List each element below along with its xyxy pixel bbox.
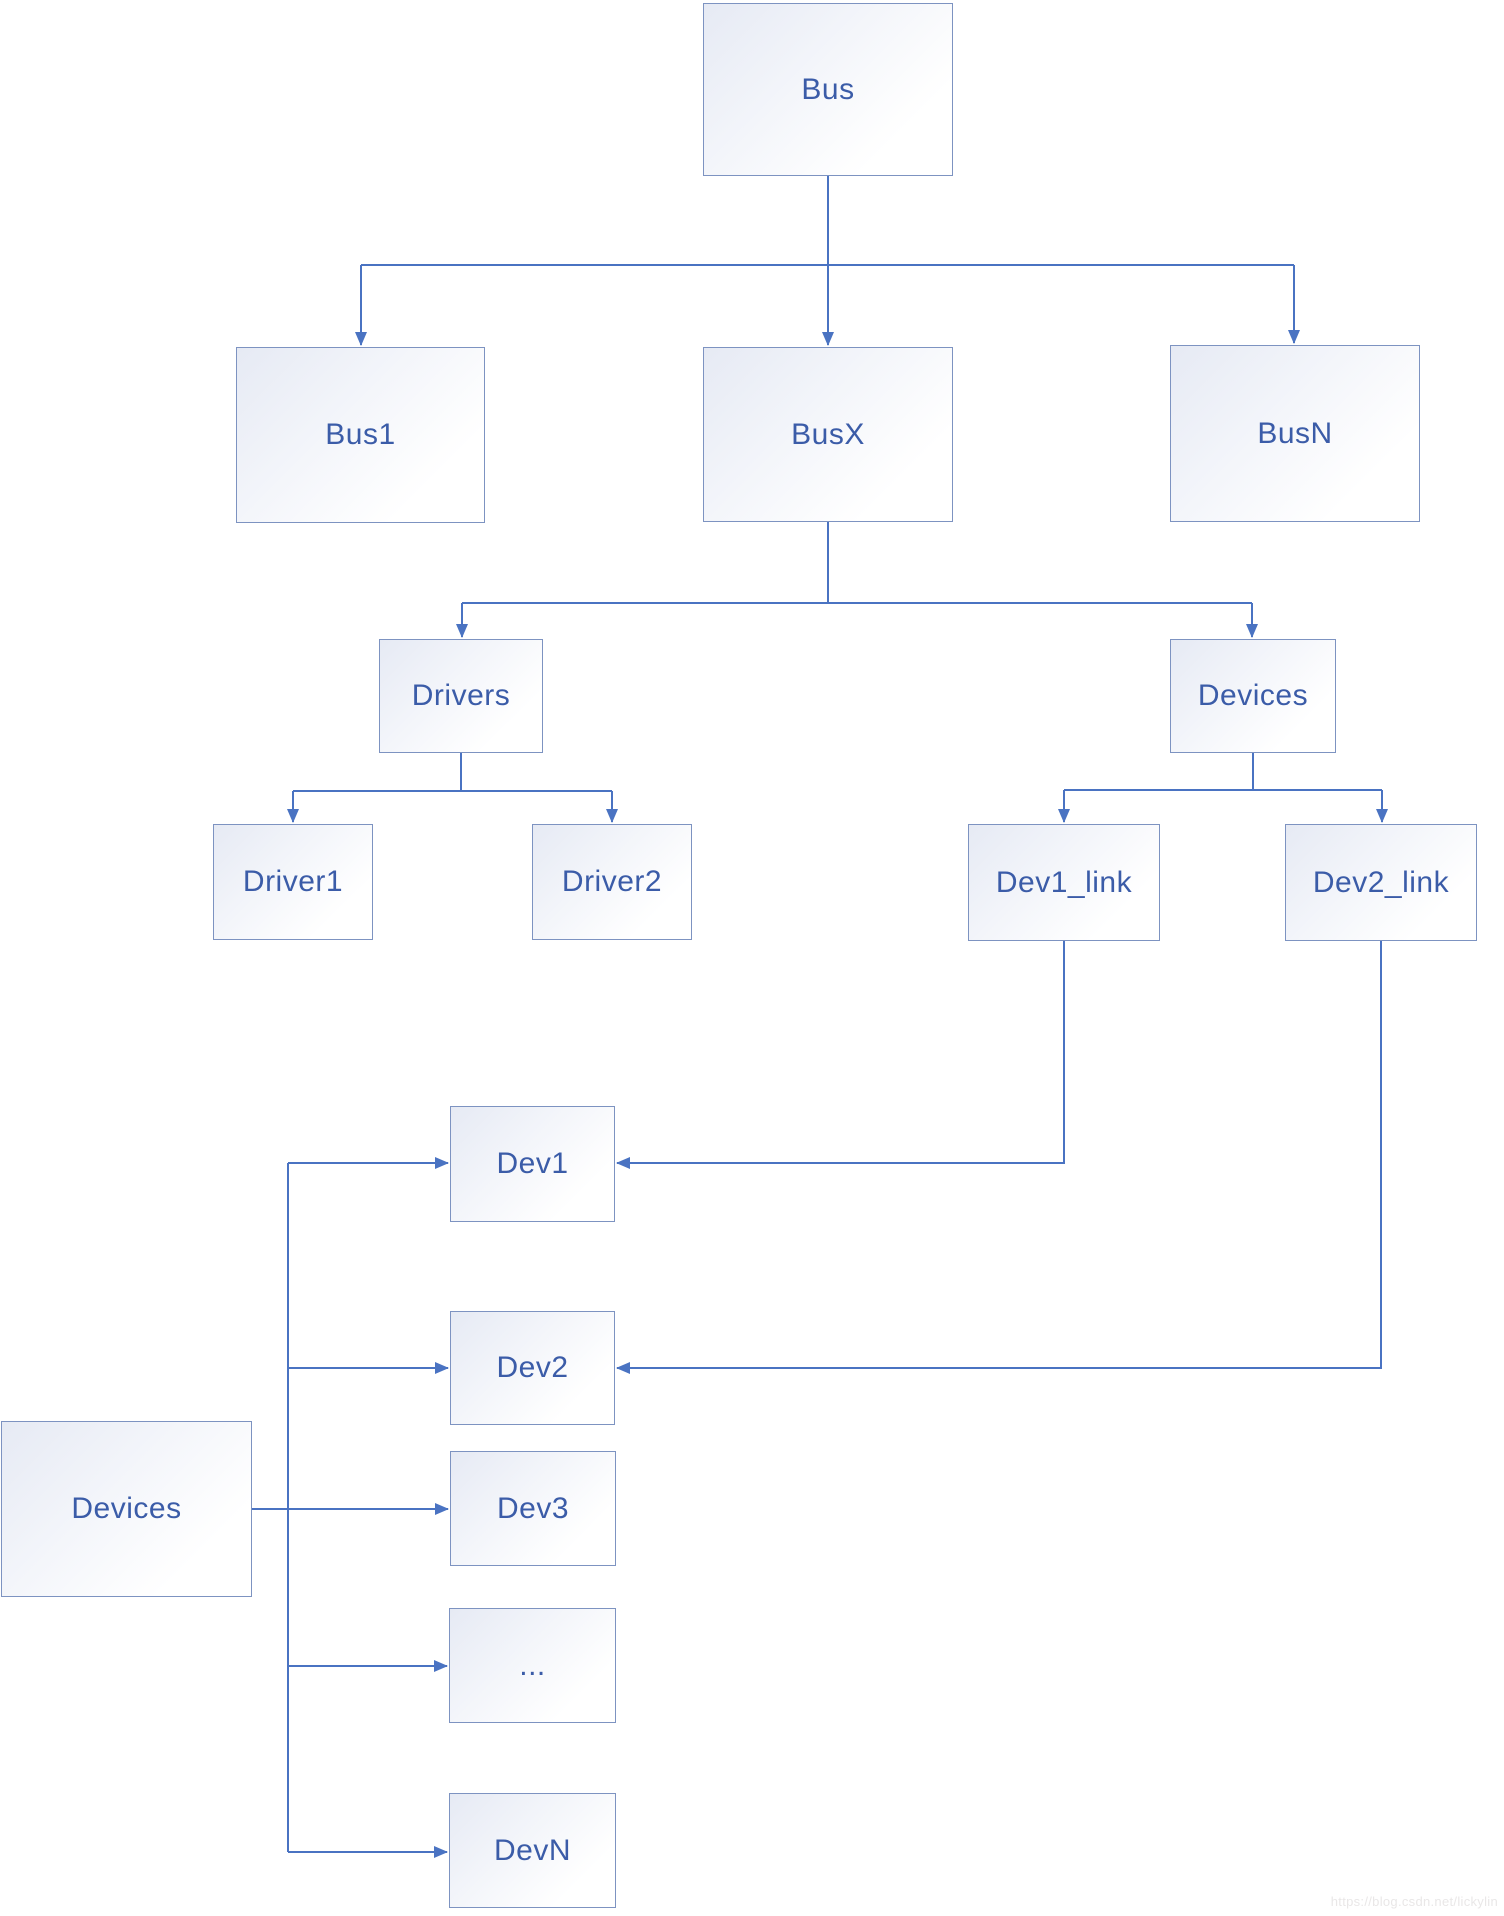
node-busx: BusX: [703, 347, 953, 522]
node-driver2: Driver2: [532, 824, 692, 940]
node-devices-left: Devices: [1, 1421, 252, 1597]
node-devices-top: Devices: [1170, 639, 1336, 753]
node-dev-ellipsis: ...: [449, 1608, 616, 1723]
node-bus: Bus: [703, 3, 953, 176]
node-driver1: Driver1: [213, 824, 373, 940]
node-dev3: Dev3: [450, 1451, 616, 1566]
node-devn: DevN: [449, 1793, 616, 1908]
edge-dev2link-to-dev2: [616, 941, 1382, 1374]
node-dev1-link: Dev1_link: [968, 824, 1160, 941]
node-bus1: Bus1: [236, 347, 485, 523]
node-drivers: Drivers: [379, 639, 543, 753]
node-dev2: Dev2: [450, 1311, 615, 1425]
node-dev2-link: Dev2_link: [1285, 824, 1477, 941]
node-busn: BusN: [1170, 345, 1420, 522]
node-dev1: Dev1: [450, 1106, 615, 1222]
watermark-text: https://blog.csdn.net/lickylin: [1330, 1894, 1498, 1909]
edge-dev1link-to-dev1: [616, 941, 1065, 1169]
